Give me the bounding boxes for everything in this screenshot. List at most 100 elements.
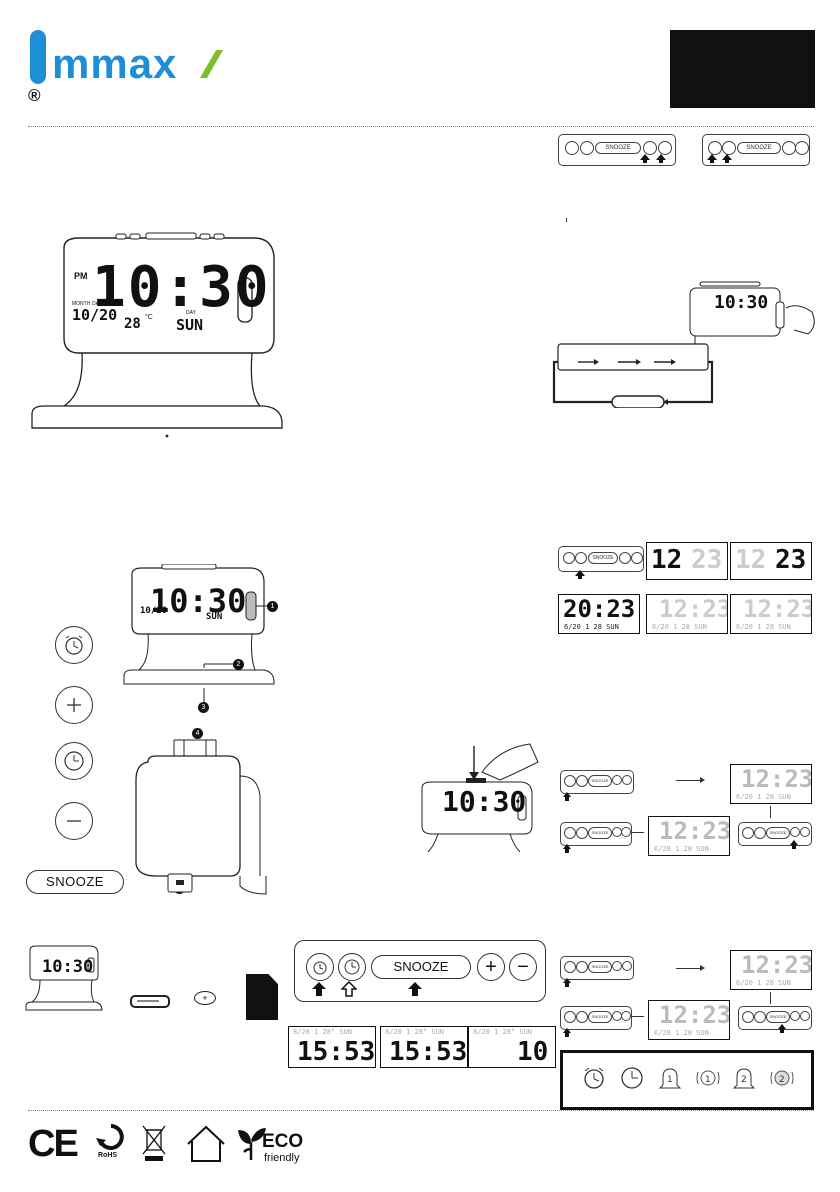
rohs-recycle-icon — [96, 1124, 124, 1150]
hero-clock-illustration — [31, 232, 283, 438]
alarm-b-lcd-2-sub: 6/20 1 28 SUN — [654, 1029, 709, 1037]
flow-arrowhead — [700, 777, 705, 783]
alarm-2-icon: 2 — [770, 1070, 794, 1086]
plus-icon — [643, 141, 657, 155]
seq-lcd-3-sub: 6/20 1 28 SUN — [564, 623, 619, 631]
snooze-button: SNOOZE — [595, 142, 641, 154]
clock-small-illustration — [25, 945, 103, 1011]
press-arrow-icon — [778, 1024, 786, 1033]
minus-icon — [800, 1011, 810, 1021]
minus-icon — [622, 961, 632, 971]
snooze-press-illustration — [421, 743, 539, 852]
minus-icon — [631, 552, 643, 564]
overview-lcd-day: SUN — [206, 612, 223, 622]
snooze-button: SNOOZE — [766, 827, 790, 839]
minus-icon — [800, 827, 810, 837]
plus-icon — [612, 775, 622, 785]
press-arrow-2-icon — [341, 981, 357, 997]
callout-2: 2 — [233, 659, 244, 670]
seq-lcd-1: 12 23 — [646, 542, 728, 580]
small-clock-lcd-time: 10:30 — [42, 957, 94, 977]
seq-lcd-5-time: 12:23 — [743, 595, 812, 623]
bottom-lcd-1-top: 8/20 1 28° SUN — [293, 1028, 353, 1036]
flow-arrow-right — [676, 780, 702, 781]
alarm-clock-icon — [55, 626, 93, 664]
alarm-icon — [742, 1011, 754, 1023]
seq-lcd-4-sub: 6/20 1 28 SUN — [652, 623, 707, 631]
alarm-b-lcd-1: 12:23 6/20 1 28 SUN — [730, 950, 812, 990]
press-arrow-icon — [707, 154, 717, 163]
alarm-clock-icon — [584, 1067, 604, 1089]
clock-icon — [576, 1011, 588, 1023]
clock-icon — [580, 141, 594, 155]
battery-icon: + — [194, 991, 216, 1005]
hero-lcd-date-label: DATE — [92, 301, 105, 307]
eco-label: ECO — [262, 1131, 304, 1152]
light-cycle-diagram — [552, 281, 815, 408]
clock-icon — [55, 742, 93, 780]
clock-icon — [575, 552, 587, 564]
plus-icon — [782, 141, 796, 155]
eco-leaf-icon — [238, 1128, 266, 1160]
alarm-icon — [564, 775, 576, 787]
overview-lcd-date: 10/20 — [140, 606, 168, 616]
clock-icon — [722, 141, 736, 155]
seq-lcd-1-hours: 12 — [651, 545, 683, 575]
light-diagram-lcd-time: 10:30 — [714, 292, 769, 313]
snooze-button: SNOOZE — [588, 961, 612, 973]
clock-icon — [621, 1067, 643, 1089]
plus-icon — [55, 686, 93, 724]
weee-bin-icon — [142, 1125, 166, 1161]
eco-friendly-label: friendly — [264, 1152, 300, 1164]
seq-lcd-4-time: 12:23 — [659, 595, 728, 623]
snooze-icon: SNOOZE — [26, 870, 124, 894]
hero-lcd-temp-unit: °C — [145, 314, 153, 321]
seq-lcd-5: 12:23 6/20 1 28 SUN — [730, 594, 812, 634]
hero-lcd-pm: PM — [74, 271, 88, 281]
alarm-b-lcd-2-time: 12:23 — [659, 1001, 730, 1029]
alarm-a-lcd-2: 12:23 6/20 1 28 SUN — [648, 816, 730, 856]
seq-button-panel: SNOOZE — [558, 546, 644, 572]
language-tab-block — [670, 30, 815, 108]
bottom-lcd-3-top: 8/20 1 28° SUN — [473, 1028, 533, 1036]
rohs-label: RoHS — [98, 1152, 118, 1159]
alarm-a-panel-2: SNOOZE — [560, 822, 632, 846]
button-panel-right: SNOOZE — [702, 134, 810, 166]
brand-logo-x-accent — [179, 50, 224, 78]
plus-icon — [612, 961, 622, 971]
alarm-icon — [564, 827, 576, 839]
flow-arrow-left — [630, 832, 644, 833]
bottom-lcd-3: 8/20 1 28° SUN 10 — [468, 1026, 556, 1068]
press-arrow-icon — [575, 570, 585, 579]
clock-icon — [754, 827, 766, 839]
alarm-b-lcd-1-time: 12:23 — [741, 951, 812, 979]
bottom-lcd-2: 8/20 1 28° SUN 15:53 — [380, 1026, 468, 1068]
document-icon — [246, 974, 278, 1020]
hero-lcd-temp: 28 — [124, 316, 141, 332]
registered-mark: ® — [28, 86, 41, 105]
alarm-a-lcd-2-sub: 6/20 1 28 SUN — [654, 845, 709, 853]
minus-icon — [621, 827, 631, 837]
usb-plug-icon — [130, 995, 170, 1008]
seq-lcd-1-minutes: 23 — [691, 545, 723, 575]
clock-icon — [576, 775, 588, 787]
indoor-use-icon — [187, 1125, 225, 1162]
bottom-lcd-3-time: 10 — [517, 1037, 549, 1067]
product-front-illustration — [123, 564, 276, 706]
alarm-a-panel-3: SNOOZE — [738, 822, 812, 846]
press-arrow-icon — [790, 840, 798, 849]
press-lcd-time: 10:30 — [442, 785, 527, 818]
press-arrow-icon — [563, 978, 571, 987]
minus-icon: − — [509, 953, 537, 981]
seq-lcd-2: 12 23 — [730, 542, 812, 580]
press-arrow-icon — [563, 1028, 571, 1037]
header-divider — [28, 126, 814, 127]
legend-icon-box: 1 1 2 2 — [560, 1050, 814, 1110]
bell-2-icon: 2 — [732, 1068, 756, 1089]
clock-icon — [754, 1011, 766, 1023]
flow-arrow-down — [770, 992, 771, 1004]
svg-text:2: 2 — [779, 1075, 785, 1085]
alarm-b-panel-2: SNOOZE — [560, 1006, 632, 1030]
alarm-b-lcd-2: 12:23 6/20 1 28 SUN — [648, 1000, 730, 1040]
hero-lcd-time: 10:30 — [92, 255, 271, 320]
